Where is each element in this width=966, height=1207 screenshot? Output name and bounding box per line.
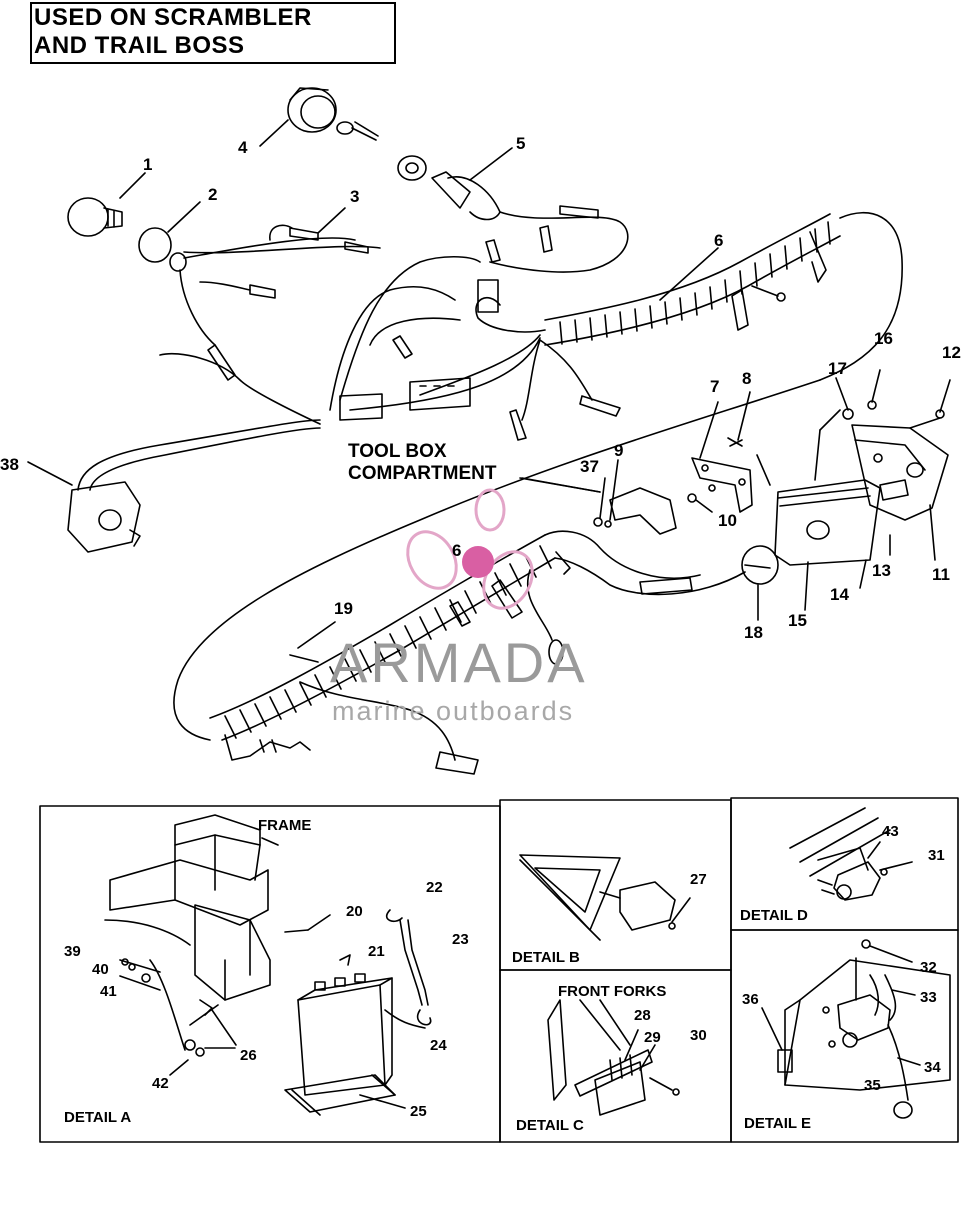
tail-light-assembly bbox=[741, 369, 951, 621]
part-number-29: 29 bbox=[644, 1029, 661, 1046]
part-number-26: 26 bbox=[240, 1047, 257, 1064]
detail-b-label: DETAIL B bbox=[512, 949, 580, 966]
detail-panels bbox=[39, 797, 959, 1143]
part-number-25: 25 bbox=[410, 1103, 427, 1120]
part-number-23: 23 bbox=[452, 931, 469, 948]
part-number-33: 33 bbox=[920, 989, 937, 1006]
part-number-8: 8 bbox=[742, 369, 752, 388]
part-number-40: 40 bbox=[92, 961, 109, 978]
detail-a-label: DETAIL A bbox=[64, 1109, 132, 1126]
part-number-17: 17 bbox=[828, 359, 847, 378]
watermark-brand: ARMADA bbox=[330, 631, 588, 694]
detail-a-drawing bbox=[104, 814, 432, 1116]
bullet-connector bbox=[199, 207, 369, 299]
part-number-22: 22 bbox=[426, 879, 443, 896]
part-number-28: 28 bbox=[634, 1007, 651, 1024]
part-number-42: 42 bbox=[152, 1075, 169, 1092]
part-number-41: 41 bbox=[100, 983, 117, 1000]
part-number-2: 2 bbox=[208, 185, 218, 204]
harness-branch-wires bbox=[77, 255, 621, 491]
frame-label: FRAME bbox=[258, 817, 312, 834]
part-number-11: 11 bbox=[932, 565, 950, 584]
part-number-5: 5 bbox=[516, 134, 526, 153]
watermark-tagline: marine outboards bbox=[332, 696, 575, 726]
part-number-12: 12 bbox=[942, 343, 961, 362]
detail-b-drawing bbox=[519, 854, 691, 941]
detail-c-drawing bbox=[547, 999, 680, 1116]
part-number-34: 34 bbox=[924, 1059, 941, 1076]
part-number-16: 16 bbox=[874, 329, 893, 348]
part-number-18: 18 bbox=[744, 623, 763, 642]
part-number-37: 37 bbox=[580, 457, 599, 476]
detail-c-label: DETAIL C bbox=[516, 1117, 584, 1134]
switch-bezel bbox=[259, 87, 427, 181]
tool-box-label-line2: COMPARTMENT bbox=[348, 463, 497, 484]
title-line-2: AND TRAIL BOSS bbox=[34, 32, 245, 59]
front-forks-label: FRONT FORKS bbox=[558, 983, 667, 1000]
part-number-27: 27 bbox=[690, 871, 707, 888]
bulb-socket bbox=[138, 201, 381, 346]
detail-d-label: DETAIL D bbox=[740, 907, 808, 924]
title-box bbox=[30, 2, 396, 64]
headlight-bulb bbox=[67, 172, 146, 237]
part-number-19: 19 bbox=[334, 599, 353, 618]
part-number-15: 15 bbox=[788, 611, 807, 630]
part-number-7: 7 bbox=[710, 377, 720, 396]
part-number-31: 31 bbox=[928, 847, 945, 864]
part-number-21: 21 bbox=[368, 943, 385, 960]
tool-box-leader bbox=[521, 477, 601, 493]
part-number-6-upper: 6 bbox=[714, 231, 724, 250]
detail-d-drawing bbox=[789, 807, 913, 901]
part-number-3: 3 bbox=[350, 187, 360, 206]
part-number-35: 35 bbox=[864, 1077, 881, 1094]
ignition-switch bbox=[431, 147, 629, 273]
part-number-6-lower: 6 bbox=[452, 541, 462, 560]
part-number-14: 14 bbox=[830, 585, 849, 604]
wiring-harness-upper bbox=[544, 211, 903, 381]
detail-e-drawing bbox=[761, 939, 951, 1119]
part-number-36: 36 bbox=[742, 991, 759, 1008]
harness-plug bbox=[27, 461, 141, 553]
title-line-1: USED ON SCRAMBLER bbox=[34, 4, 312, 31]
part-number-30: 30 bbox=[690, 1027, 707, 1044]
part-number-10: 10 bbox=[718, 511, 737, 530]
tool-box-label-line1: TOOL BOX bbox=[348, 441, 447, 462]
tool-box-bracket bbox=[593, 391, 753, 535]
detail-e-label: DETAIL E bbox=[744, 1115, 811, 1132]
part-number-4: 4 bbox=[238, 138, 248, 157]
part-number-32: 32 bbox=[920, 959, 937, 976]
part-number-43: 43 bbox=[882, 823, 899, 840]
part-number-1: 1 bbox=[143, 155, 153, 174]
part-number-24: 24 bbox=[430, 1037, 447, 1054]
part-number-39: 39 bbox=[64, 943, 81, 960]
part-number-20: 20 bbox=[346, 903, 363, 920]
part-number-13: 13 bbox=[872, 561, 891, 580]
watermark-logo bbox=[406, 488, 534, 610]
part-number-9: 9 bbox=[614, 441, 624, 460]
part-number-38: 38 bbox=[0, 455, 19, 474]
